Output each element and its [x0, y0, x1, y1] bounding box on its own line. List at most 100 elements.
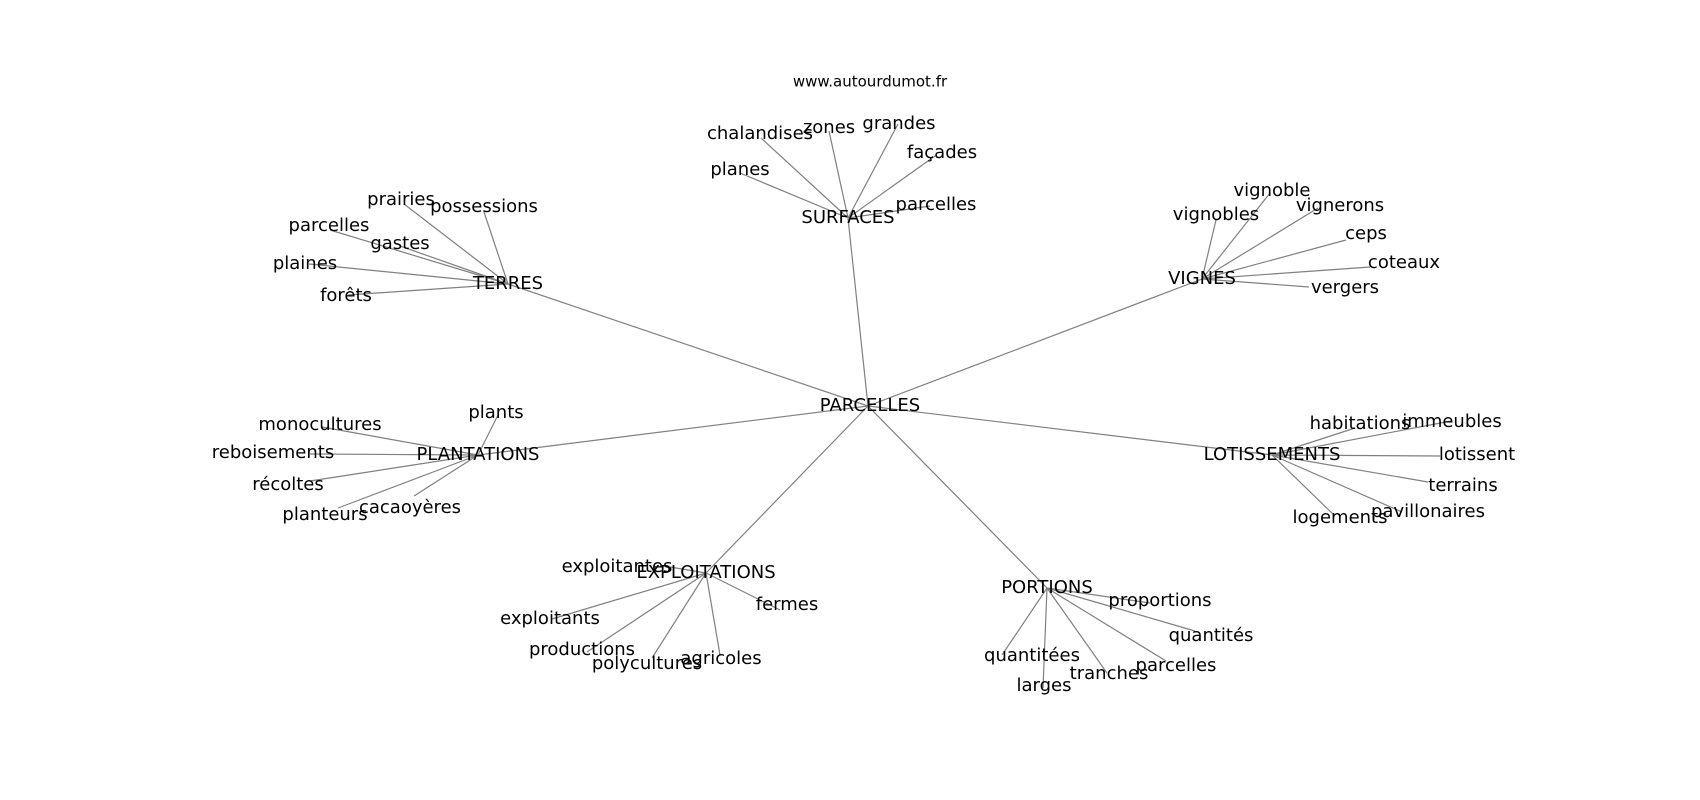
word-node-portions[interactable]: parcelles — [1136, 655, 1217, 676]
edge-surfaces-word — [828, 130, 849, 219]
center-word[interactable]: PARCELLES — [820, 395, 920, 416]
word-node-lotissements[interactable]: pavillonaires — [1371, 501, 1485, 522]
word-node-vignes[interactable]: vignobles — [1173, 204, 1259, 225]
word-node-plantations[interactable]: monocultures — [258, 414, 381, 435]
edge-center-portions — [867, 405, 1048, 589]
word-node-terres[interactable]: plaines — [273, 253, 337, 274]
word-node-vignes[interactable]: vignoble — [1233, 180, 1310, 201]
word-node-surfaces[interactable]: parcelles — [896, 194, 977, 215]
edge-surfaces-word — [760, 137, 849, 219]
edge-vignes-word — [1201, 278, 1310, 288]
word-node-terres[interactable]: forêts — [320, 285, 372, 306]
edge-terres-word — [399, 245, 509, 285]
edge-plantations-word — [309, 453, 479, 456]
hub-node-exploitations[interactable]: EXPLOITATIONS — [636, 562, 775, 583]
word-node-terres[interactable]: gastes — [370, 233, 429, 254]
edge-surfaces-word — [847, 123, 899, 219]
word-node-portions[interactable]: quantités — [1169, 625, 1254, 646]
hub-node-vignes[interactable]: VIGNES — [1168, 268, 1236, 289]
word-node-exploitations[interactable]: exploitantes — [562, 556, 673, 577]
word-node-surfaces[interactable]: planes — [710, 159, 769, 180]
edge-center-terres — [507, 283, 869, 407]
word-node-lotissements[interactable]: logements — [1293, 507, 1388, 528]
word-node-surfaces[interactable]: grandes — [862, 113, 935, 134]
edge-plantations-word — [477, 414, 499, 456]
word-node-vignes[interactable]: vignerons — [1296, 195, 1384, 216]
edge-center-vignes — [867, 278, 1203, 407]
word-node-exploitations[interactable]: agricoles — [680, 648, 761, 669]
edge-portions-word — [1046, 587, 1196, 632]
edge-center-plantations — [477, 405, 869, 456]
word-node-lotissements[interactable]: lotissent — [1439, 444, 1515, 465]
edge-exploitations-word — [551, 572, 707, 620]
word-node-exploitations[interactable]: polycultures — [592, 653, 702, 674]
edge-center-lotissements — [867, 405, 1273, 456]
word-node-lotissements[interactable]: immeubles — [1402, 411, 1501, 432]
word-node-surfaces[interactable]: chalandises — [707, 123, 813, 144]
edge-vignes-word — [1201, 239, 1347, 280]
edge-plantations-word — [321, 426, 479, 456]
word-node-plantations[interactable]: récoltes — [252, 474, 324, 495]
word-node-plantations[interactable]: reboisements — [212, 442, 334, 463]
edge-vignes-word — [1201, 207, 1319, 280]
edge-terres-word — [308, 263, 509, 285]
edge-portions-word — [1046, 587, 1151, 604]
edge-vignes-word — [1201, 192, 1271, 280]
hub-node-portions[interactable]: PORTIONS — [1001, 577, 1093, 598]
hub-node-terres[interactable]: TERRES — [472, 273, 543, 294]
source-url[interactable]: www.autourdumot.fr — [793, 73, 948, 91]
word-node-terres[interactable]: prairies — [367, 189, 435, 210]
edge-plantations-word — [309, 454, 479, 482]
edge-surfaces-word — [847, 205, 931, 219]
word-node-vignes[interactable]: ceps — [1345, 223, 1387, 244]
word-node-vignes[interactable]: coteaux — [1368, 252, 1440, 273]
labels: www.autourdumot.fr SURFACES chalandiseszo… — [212, 73, 1515, 697]
word-node-terres[interactable]: parcelles — [289, 215, 370, 236]
word-node-vignes[interactable]: vergers — [1311, 277, 1379, 298]
edge-portions-word — [1042, 587, 1048, 689]
word-node-exploitations[interactable]: exploitants — [500, 608, 600, 629]
word-node-portions[interactable]: proportions — [1108, 590, 1211, 611]
word-node-plantations[interactable]: plants — [468, 402, 523, 423]
edges — [308, 123, 1452, 689]
edge-portions-word — [1046, 587, 1108, 674]
hub-node-plantations[interactable]: PLANTATIONS — [417, 444, 540, 465]
edge-lotissements-word — [1271, 454, 1441, 457]
word-node-exploitations[interactable]: productions — [529, 639, 635, 660]
word-node-surfaces[interactable]: zones — [803, 117, 855, 138]
word-node-plantations[interactable]: planteurs — [282, 504, 367, 525]
edge-terres-word — [483, 211, 509, 285]
hub-node-surfaces[interactable]: SURFACES — [801, 207, 894, 228]
edge-exploitations-word — [705, 572, 781, 611]
edge-plantations-word — [337, 454, 479, 509]
edge-vignes-word — [1201, 219, 1217, 280]
edge-lotissements-word — [1271, 454, 1429, 483]
edge-surfaces-word — [739, 172, 849, 219]
edge-lotissements-word — [1271, 454, 1403, 513]
edge-lotissements-word — [1271, 454, 1336, 517]
word-node-lotissements[interactable]: terrains — [1428, 475, 1497, 496]
edge-lotissements-word — [1271, 427, 1356, 456]
edge-lotissements-word — [1271, 420, 1452, 456]
word-node-lotissements[interactable]: habitations — [1310, 413, 1411, 434]
edge-center-surfaces — [847, 217, 869, 407]
word-node-terres[interactable]: possessions — [430, 196, 538, 217]
edge-surfaces-word — [847, 155, 936, 219]
word-node-exploitations[interactable]: fermes — [756, 594, 818, 615]
hub-node-lotissements[interactable]: LOTISSEMENTS — [1204, 444, 1341, 465]
edge-portions-word — [1046, 587, 1167, 662]
word-node-portions[interactable]: larges — [1017, 675, 1072, 696]
word-node-plantations[interactable]: cacaoyères — [359, 497, 461, 518]
edge-terres-word — [329, 229, 509, 285]
edge-portions-word — [1001, 587, 1048, 656]
edge-vignes-word — [1201, 266, 1371, 280]
edge-terres-word — [403, 203, 509, 285]
edge-exploitations-word — [651, 572, 707, 659]
word-node-surfaces[interactable]: façades — [907, 142, 977, 163]
word-node-portions[interactable]: quantitées — [984, 645, 1080, 666]
edge-plantations-word — [413, 454, 479, 497]
edge-exploitations-word — [586, 572, 707, 653]
word-node-portions[interactable]: tranches — [1070, 663, 1149, 684]
edge-exploitations-word — [669, 566, 707, 574]
